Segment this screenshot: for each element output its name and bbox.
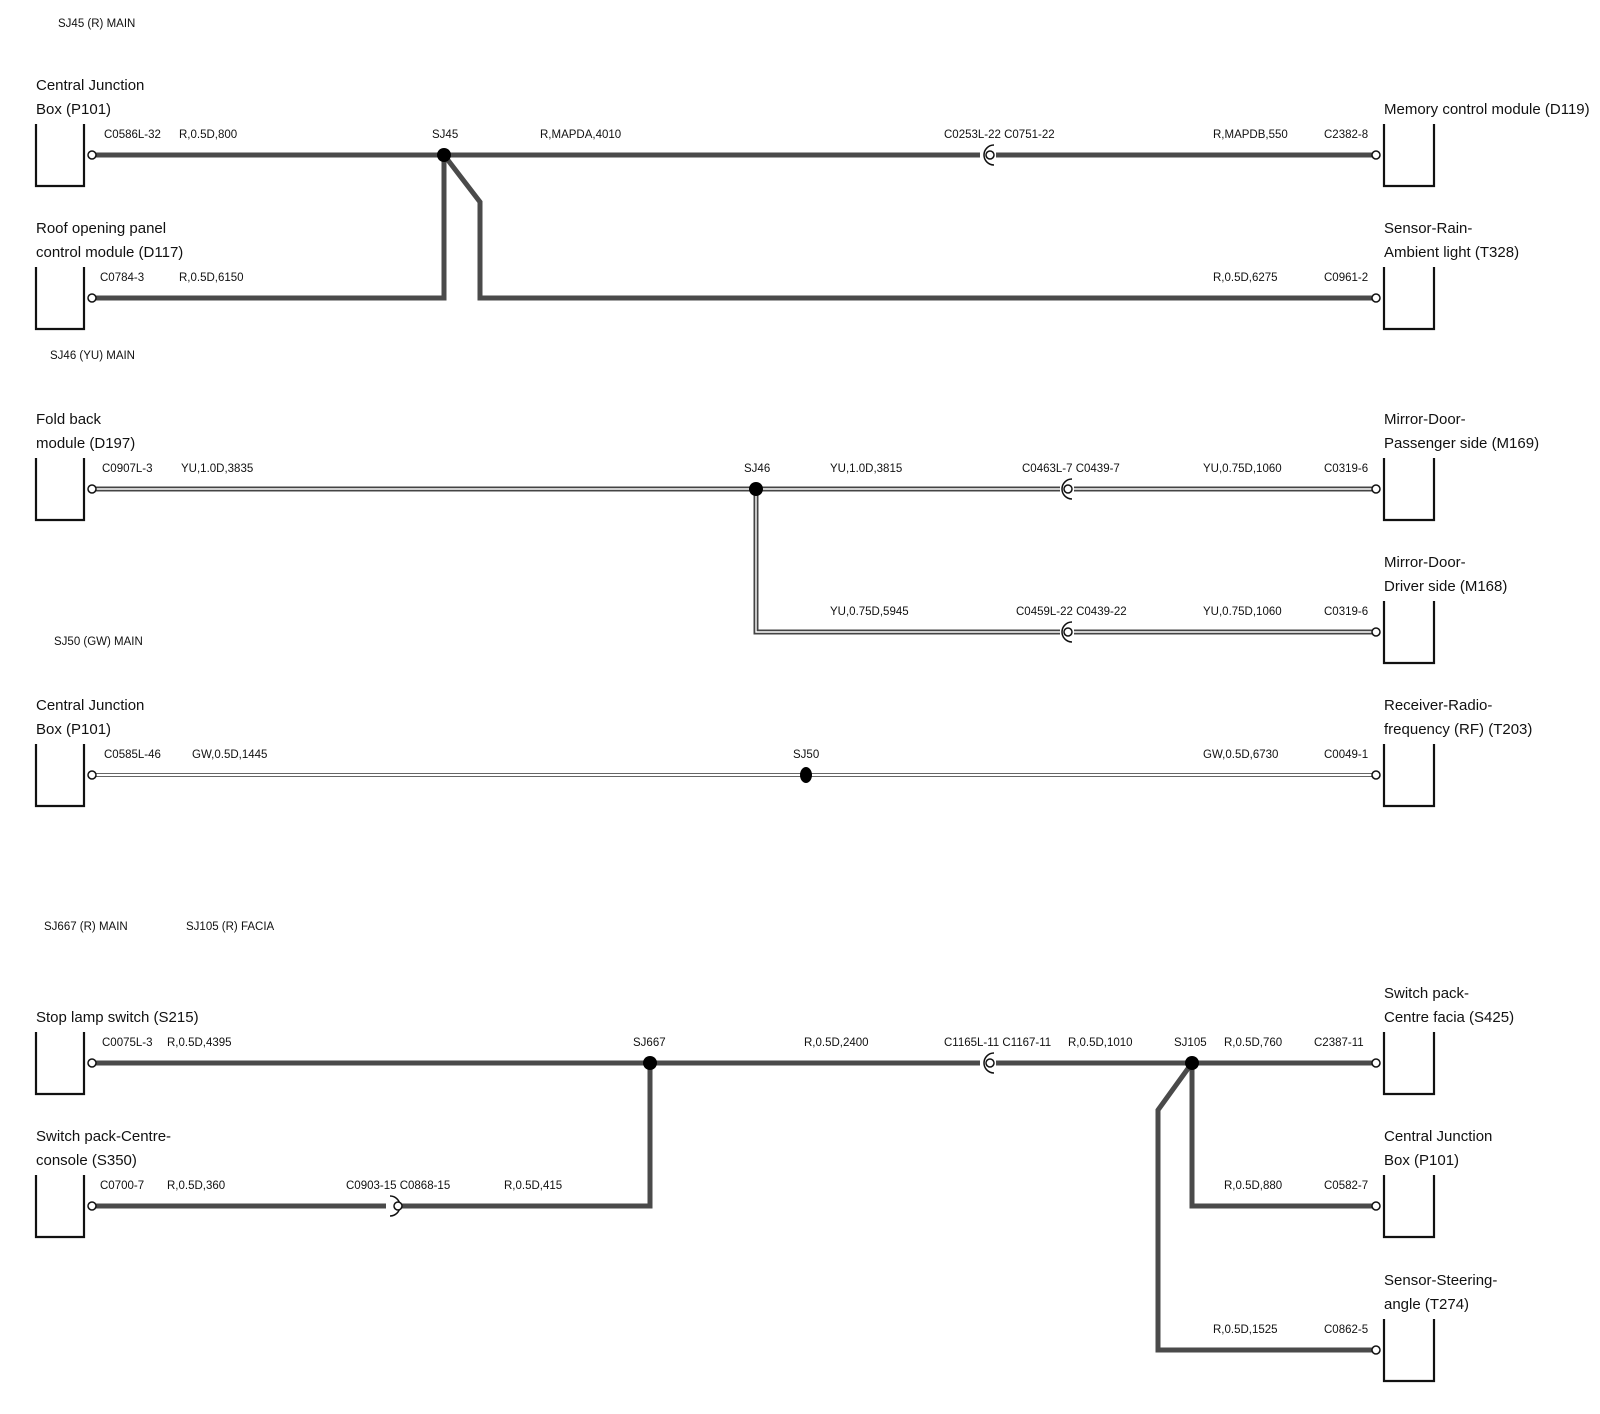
inline-connector-c0253 [983, 144, 995, 166]
component-label-d117-line2: control module (D117) [36, 244, 183, 261]
wire-label-w3815: YU,1.0D,3815 [830, 463, 902, 475]
component-label-m168-line2: Driver side (M168) [1384, 578, 1507, 595]
component-label-cjb1-line1: Central Junction [36, 77, 144, 94]
component-label-cjb2-line2: Box (P101) [36, 721, 111, 738]
wire-label-w550: R,MAPDB,550 [1213, 129, 1288, 141]
connector-label-c0319b: C0319-6 [1324, 606, 1368, 618]
splice-label-sj50: SJ50 [793, 749, 819, 761]
component-label-t328-line2: Ambient light (T328) [1384, 244, 1519, 261]
wire-label-w760: R,0.5D,760 [1224, 1037, 1282, 1049]
wire-label-w2400: R,0.5D,2400 [804, 1037, 869, 1049]
wire-label-w3835: YU,1.0D,3835 [181, 463, 253, 475]
component-label-cjb2-line1: Central Junction [36, 697, 144, 714]
wire-w415 [402, 1063, 653, 1209]
wire-label-w1525: R,0.5D,1525 [1213, 1324, 1278, 1336]
wire-w1525 [1155, 1061, 1374, 1353]
connector-label-c2382: C2382-8 [1324, 129, 1368, 141]
splice-label-sj45: SJ45 [432, 129, 458, 141]
connector-label-c0700: C0700-7 [100, 1180, 144, 1192]
wire-label-w4395: R,0.5D,4395 [167, 1037, 232, 1049]
header-sj50: SJ50 (GW) MAIN [54, 636, 143, 648]
splice-sj667 [643, 1056, 657, 1070]
circuit-sj46 [92, 478, 1374, 643]
component-box-right [1371, 124, 1436, 1383]
wire-label-w6730: GW,0.5D,6730 [1203, 749, 1278, 761]
component-label-cjb1-line2: Box (P101) [36, 101, 111, 118]
wire-label-w1010: R,0.5D,1010 [1068, 1037, 1133, 1049]
header-sj105: SJ105 (R) FACIA [186, 921, 275, 933]
component-label-d119: Memory control module (D119) [1384, 101, 1590, 118]
component-label-s425-line2: Centre facia (S425) [1384, 1009, 1514, 1026]
component-label-m169-line1: Mirror-Door- [1384, 411, 1466, 428]
wire-label-w1060b: YU,0.75D,1060 [1203, 606, 1282, 618]
connector-label-c0907: C0907L-3 [102, 463, 153, 475]
component-label-t328-line1: Sensor-Rain- [1384, 220, 1472, 237]
connector-label-c0961: C0961-2 [1324, 272, 1368, 284]
connector-label-c0585: C0585L-46 [104, 749, 161, 761]
wire-label-w6275: R,0.5D,6275 [1213, 272, 1278, 284]
connector-label-c2387: C2387-11 [1314, 1037, 1364, 1049]
component-label-s425-line1: Switch pack- [1384, 985, 1469, 1002]
component-box-left [34, 124, 97, 1239]
wire-label-w6150: R,0.5D,6150 [179, 272, 244, 284]
wire-label-w1445: GW,0.5D,1445 [192, 749, 267, 761]
header-sj667: SJ667 (R) MAIN [44, 921, 128, 933]
inline-connector-c0463 [1061, 478, 1073, 500]
component-label-d197-line2: module (D197) [36, 435, 135, 452]
component-label-m169-line2: Passenger side (M169) [1384, 435, 1539, 452]
splice-sj45 [437, 148, 451, 162]
connector-label-c0049: C0049-1 [1324, 749, 1368, 761]
component-label-s215: Stop lamp switch (S215) [36, 1009, 199, 1026]
wire-w6150 [92, 155, 447, 301]
wire-label-w1060a: YU,0.75D,1060 [1203, 463, 1282, 475]
splice-label-sj46: SJ46 [744, 463, 770, 475]
component-label-t203-line2: frequency (RF) (T203) [1384, 721, 1532, 738]
inline-connector-c1165 [983, 1052, 995, 1074]
component-label-t274-line2: angle (T274) [1384, 1296, 1469, 1313]
splice-sj105 [1185, 1056, 1199, 1070]
component-label-t274-line1: Sensor-Steering- [1384, 1272, 1497, 1289]
connector-label-c0586: C0586L-32 [104, 129, 161, 141]
connector-label-c0784: C0784-3 [100, 272, 144, 284]
splice-label-sj667: SJ667 [633, 1037, 666, 1049]
circuit-sj50 [92, 767, 1374, 783]
wire-label-w800: R,0.5D,800 [179, 129, 237, 141]
connector-label-c0582: C0582-7 [1324, 1180, 1368, 1192]
component-label-cjb3-line2: Box (P101) [1384, 1152, 1459, 1169]
connector-label-c0903: C0903-15 C0868-15 [346, 1180, 450, 1192]
component-label-d117-line1: Roof opening panel [36, 220, 166, 237]
component-label-cjb3-line1: Central Junction [1384, 1128, 1492, 1145]
splice-sj50 [800, 767, 812, 783]
component-label-t203-line1: Receiver-Radio- [1384, 697, 1492, 714]
component-label-s350-line1: Switch pack-Centre- [36, 1128, 171, 1145]
splice-label-sj105: SJ105 [1174, 1037, 1207, 1049]
wire-label-w415: R,0.5D,415 [504, 1180, 562, 1192]
connector-label-c0075: C0075L-3 [102, 1037, 153, 1049]
connector-label-c0459: C0459L-22 C0439-22 [1016, 606, 1127, 618]
wire-w880 [1189, 1063, 1374, 1209]
inline-connector-c0903 [389, 1195, 403, 1217]
wire-label-w880: R,0.5D,880 [1224, 1180, 1282, 1192]
connector-label-c0463: C0463L-7 C0439-7 [1022, 463, 1120, 475]
header-sj45: SJ45 (R) MAIN [58, 18, 135, 30]
component-label-s350-line2: console (S350) [36, 1152, 137, 1169]
splice-sj46 [749, 482, 763, 496]
component-label-m168-line1: Mirror-Door- [1384, 554, 1466, 571]
wire-label-w360: R,0.5D,360 [167, 1180, 225, 1192]
connector-label-c0319a: C0319-6 [1324, 463, 1368, 475]
connector-label-c0253: C0253L-22 C0751-22 [944, 129, 1055, 141]
wire-label-w5945: YU,0.75D,5945 [830, 606, 909, 618]
header-sj46: SJ46 (YU) MAIN [50, 350, 135, 362]
wire-w6275 [442, 153, 1374, 301]
component-label-d197-line1: Fold back [36, 411, 102, 428]
inline-connector-c0459 [1061, 621, 1073, 643]
connector-label-c0862: C0862-5 [1324, 1324, 1368, 1336]
connector-label-c1165: C1165L-11 C1167-11 [944, 1037, 1051, 1049]
circuit-sj667-sj105 [92, 1052, 1374, 1353]
circuit-sj45 [92, 144, 1374, 301]
wire-label-w4010: R,MAPDA,4010 [540, 129, 621, 141]
